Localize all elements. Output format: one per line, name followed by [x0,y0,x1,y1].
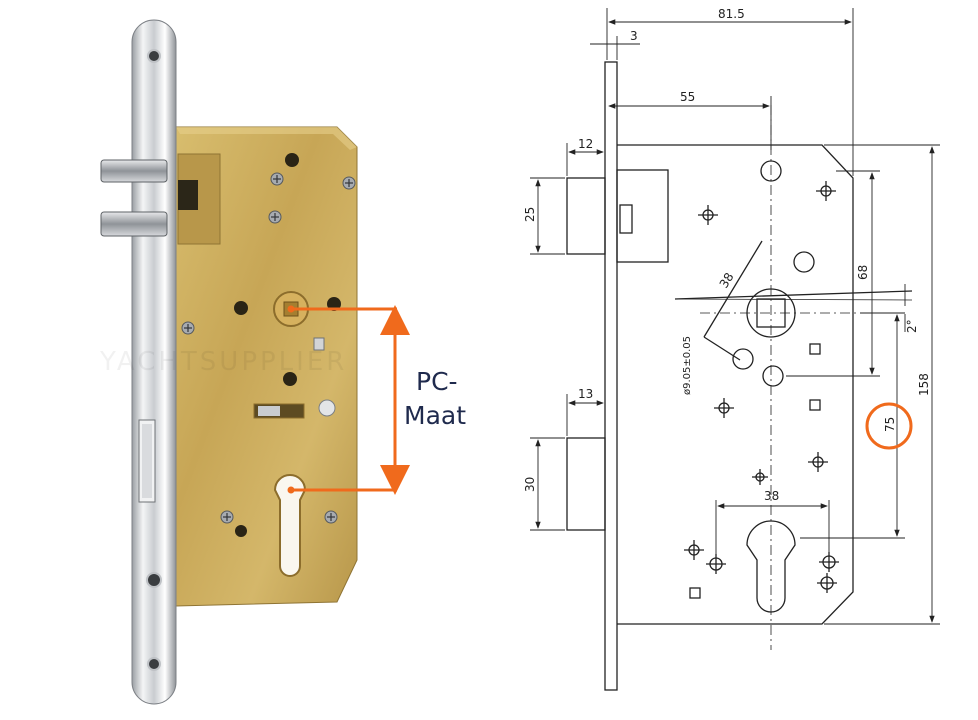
lock-photo: YACHTSUPPLIER [99,19,358,705]
dim-case-height: 158 [917,373,931,396]
cylinder-cutout [273,474,307,577]
pc-maat-callout: PC- Maat [287,305,466,495]
dim-faceplate: 3 [630,29,638,43]
dim-pc-distance: 75 [883,417,897,432]
dim-upper-spacing: 68 [856,265,870,280]
dimension-labels: 81.5 3 55 12 25 38 2° 68 ø9.05±0.05 13 3… [523,7,931,503]
highlight-circle-icon [865,402,913,450]
dim-total-width: 81.5 [718,7,745,21]
callout-line1: PC- [416,367,458,396]
dim-pc-offset: 38 [717,270,737,290]
dim-lower-width: 38 [764,489,779,503]
dim-angle: 2° [905,319,919,333]
drawing-faceplate [604,61,618,691]
dim-deadbolt-height: 30 [523,477,537,492]
dim-latch-height: 25 [523,207,537,222]
dim-backset: 55 [680,90,695,104]
faceplate [131,19,177,705]
drawing-case [617,144,854,625]
dim-latch-projection: 12 [578,137,593,151]
dim-tolerance: ø9.05±0.05 [682,336,693,395]
latch-bolt-upper [100,159,168,183]
dim-deadbolt-projection: 13 [578,387,593,401]
latch-bolt-lower [100,211,168,237]
technical-drawing [530,8,940,691]
callout-line2: Maat [404,401,466,430]
watermark: YACHTSUPPLIER [99,347,347,377]
